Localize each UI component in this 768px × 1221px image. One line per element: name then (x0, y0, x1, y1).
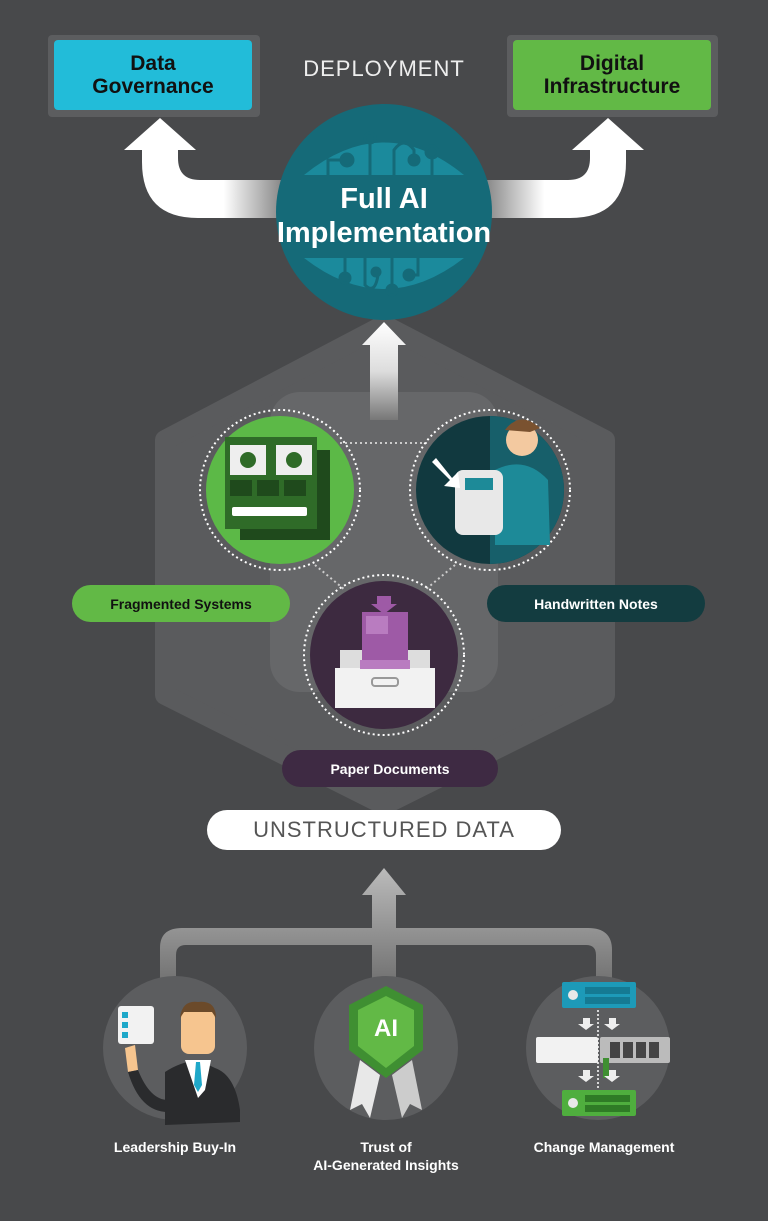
full-ai-line1: Full AI (340, 183, 428, 215)
trust-line1: Trust of (360, 1139, 412, 1155)
fragmented-systems-icon (199, 409, 361, 571)
data-governance-line1: Data (130, 52, 176, 75)
arrow-to-data-governance (124, 118, 290, 218)
trust-label: Trust of AI-Generated Insights (276, 1138, 496, 1174)
change-management-label: Change Management (494, 1138, 714, 1156)
trust-line2: AI-Generated Insights (313, 1157, 459, 1173)
handwritten-notes-icon (409, 409, 571, 571)
ai-badge-icon (349, 986, 423, 1118)
change-line1: Change Management (533, 1139, 675, 1155)
digital-infrastructure-line2: Infrastructure (543, 75, 681, 98)
paper-documents-icon (303, 574, 465, 736)
leadership-line1: Leadership Buy-In (113, 1139, 237, 1155)
circuit-icon (326, 131, 440, 297)
businessman-icon (118, 1001, 240, 1125)
ai-badge-text: AI (374, 1015, 398, 1042)
unstructured-data-label: UNSTRUCTURED DATA (207, 810, 561, 850)
deployment-heading: DEPLOYMENT (303, 56, 465, 81)
leadership-buy-in-label: Leadership Buy-In (75, 1138, 275, 1156)
fragmented-systems-pill: Fragmented Systems (72, 585, 290, 622)
handwritten-notes-pill: Handwritten Notes (487, 585, 705, 622)
arrow-to-digital-infrastructure (478, 118, 644, 218)
arrow-to-unstructured-data (160, 868, 612, 1000)
full-ai-implementation-title: Full AI Implementation (244, 182, 524, 250)
digital-infrastructure-line1: Digital (579, 52, 645, 75)
paper-documents-pill: Paper Documents (282, 750, 498, 787)
full-ai-line2: Implementation (276, 217, 492, 249)
server-flow-icon (536, 982, 670, 1116)
arrow-to-full-ai (362, 322, 406, 420)
data-governance-line2: Governance (92, 75, 214, 98)
